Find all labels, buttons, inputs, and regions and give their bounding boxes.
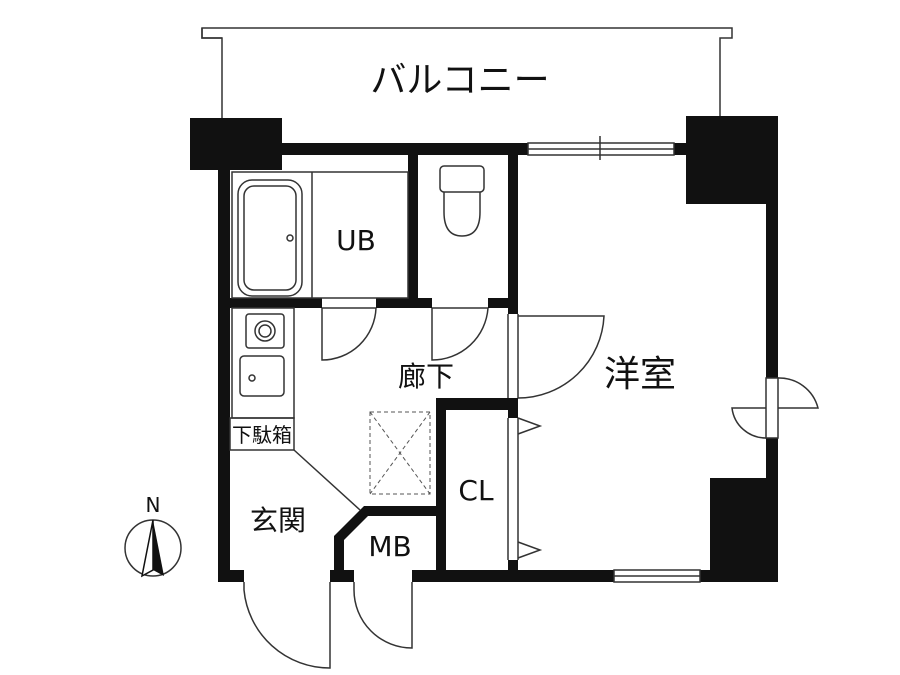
east-window-opening[interactable]	[731, 377, 819, 439]
toilet-door[interactable]	[431, 307, 489, 361]
entrance-step-line	[293, 449, 361, 511]
south-window	[613, 569, 701, 583]
east-window	[765, 377, 779, 439]
interior-walls	[230, 150, 518, 576]
kitchen-fixtures	[231, 307, 295, 419]
toilet-icon	[439, 165, 485, 237]
balcony-railing	[201, 27, 733, 118]
compass-north-label: N	[146, 493, 161, 517]
balcony-label: バルコニー	[370, 60, 549, 101]
closet-label: CL	[458, 474, 494, 507]
column-bottom-right	[710, 478, 778, 582]
meter-box-door[interactable]	[353, 582, 413, 649]
column-top-right	[686, 116, 778, 204]
hallway-label: 廊下	[398, 360, 454, 393]
room-door[interactable]	[507, 314, 605, 399]
closet-doors[interactable]	[507, 417, 543, 560]
bath-label: UB	[336, 224, 376, 257]
bath-door[interactable]	[321, 307, 377, 361]
storage-hatch	[369, 411, 431, 495]
meter-box-label: MB	[368, 530, 411, 563]
entrance-label: 玄関	[250, 504, 306, 537]
north-compass-icon: N	[124, 493, 182, 578]
shoe-box	[229, 417, 295, 451]
bathroom-fixtures	[231, 171, 409, 299]
column-top-left	[190, 118, 282, 170]
western-room-label: 洋室	[604, 354, 676, 395]
shoe-box-label: 下駄箱	[232, 423, 292, 447]
entrance-door[interactable]	[243, 582, 331, 669]
balcony-window	[527, 136, 675, 160]
